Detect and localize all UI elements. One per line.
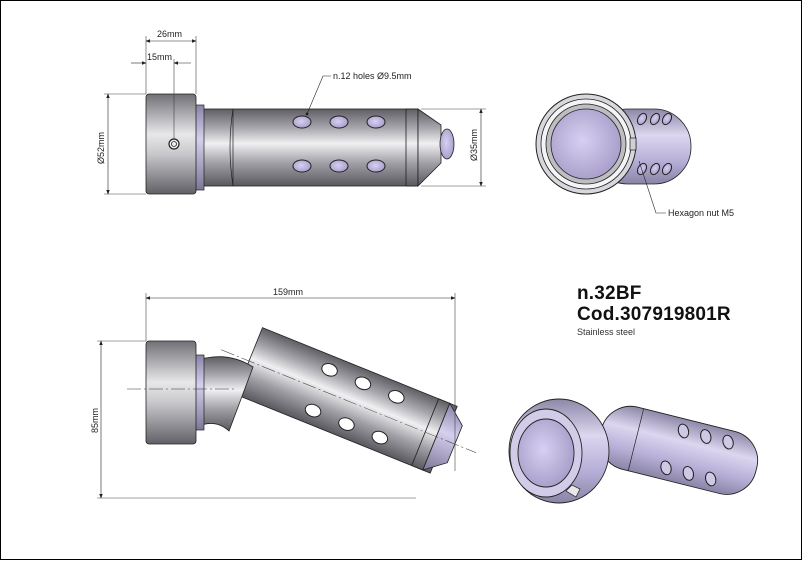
dim-cap-width: 26mm [157,29,182,39]
bent-view: 159mm 85mm [90,287,477,499]
hex-nut-callout: Hexagon nut M5 [668,208,734,218]
material-label: Stainless steel [577,327,636,337]
front-view: 26mm 15mm Ø52mm Ø35mm n.12 holes Ø9.5mm [96,29,486,195]
dim-length: 159mm [273,287,303,297]
dim-tip-diameter: Ø35mm [469,129,479,161]
isometric-view [508,398,759,504]
product-code: Cod.307919801R [577,304,731,325]
title-block: n.32BF Cod.307919801R Stainless steel [577,283,731,337]
dim-cap-diameter: Ø52mm [96,132,106,164]
holes-callout: n.12 holes Ø9.5mm [333,71,412,81]
model-number: n.32BF [577,283,642,304]
dim-screw-offset: 15mm [147,52,172,62]
dim-height: 85mm [90,408,100,433]
end-view: Hexagon nut M5 [535,93,734,218]
